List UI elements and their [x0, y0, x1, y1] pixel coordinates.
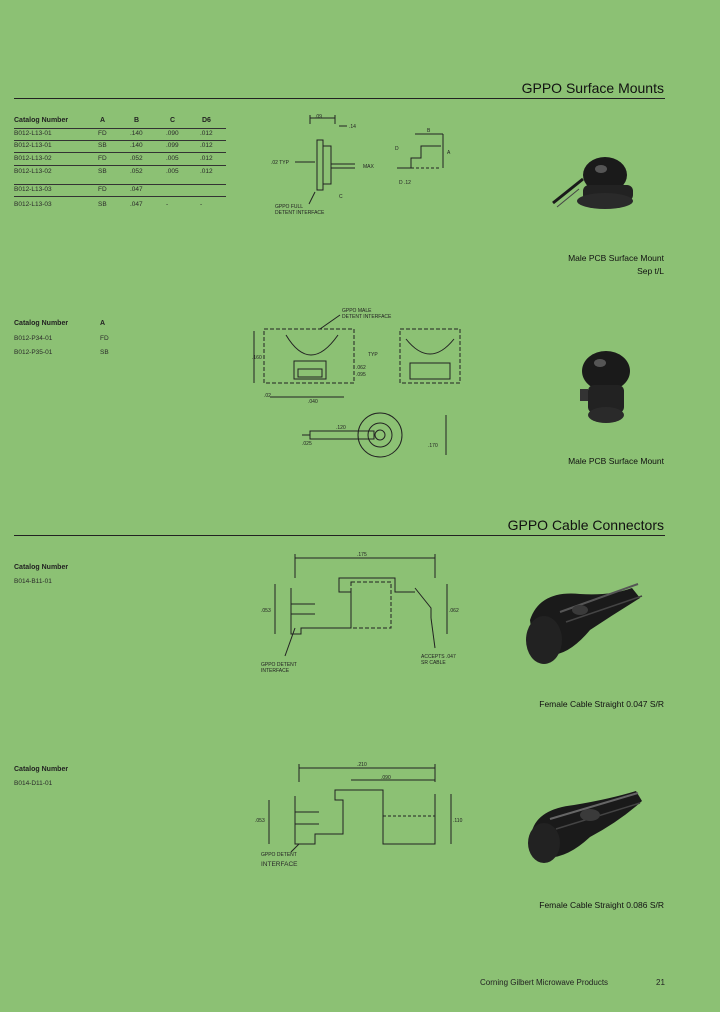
product-photo-female-cable-straight-086 [528, 791, 642, 863]
svg-text:.160: .160 [252, 355, 262, 361]
svg-text:.02 TYP: .02 TYP [271, 160, 290, 166]
svg-text:.120: .120 [336, 425, 346, 431]
table-divider [14, 152, 226, 153]
svg-text:A: A [447, 150, 451, 156]
svg-text:INTERFACE: INTERFACE [261, 668, 290, 674]
svg-text:.095: .095 [356, 372, 366, 378]
technical-drawing-surface-mount-1: .09 .14 .02 TYP GPPO FULL DETENT INTERFA… [271, 114, 451, 216]
svg-text:.062: .062 [449, 608, 459, 614]
table-divider [14, 196, 226, 197]
caption-male-pcb-surface-mount-1-sub: Sep t/L [637, 266, 664, 276]
table-row: B012-L13-01 FD .140 .090 .012 [14, 130, 213, 137]
table-header-catalog: Catalog Number [14, 117, 69, 124]
table-header-a: A [100, 117, 106, 124]
table-header-a: A [100, 320, 106, 327]
caption-female-cable-straight-086: Female Cable Straight 0.086 S/R [539, 900, 664, 910]
svg-text:.025: .025 [302, 441, 312, 447]
table-row: B012-L13-03 FD .047 [14, 186, 143, 193]
product-photo-female-cable-straight-047 [526, 583, 643, 664]
svg-text:D .12: D .12 [399, 180, 411, 186]
caption-male-pcb-surface-mount-2: Male PCB Surface Mount [568, 456, 664, 466]
svg-text:ACCEPTS .047: ACCEPTS .047 [421, 654, 456, 660]
table-header-catalog: Catalog Number [14, 320, 69, 327]
table-divider [14, 128, 226, 129]
svg-text:.02: .02 [264, 393, 271, 399]
table-cell: B012-P34-01 [14, 335, 53, 342]
table-header-c: C [170, 117, 176, 124]
svg-text:.170: .170 [428, 443, 438, 449]
table-cell: B014-B11-01 [14, 578, 52, 585]
product-photo-male-pcb-surface-mount-1 [552, 157, 633, 209]
table-divider [14, 165, 226, 166]
table-cell: FD [100, 335, 109, 342]
svg-text:SR CABLE: SR CABLE [421, 660, 446, 666]
svg-text:C: C [339, 194, 343, 200]
technical-drawing-cable-straight-086: .210 .090 .053 .110 GPPO DETENT [255, 762, 463, 858]
page-number: 21 [656, 978, 665, 987]
svg-text:D: D [395, 146, 399, 152]
table-header-b: B [134, 117, 140, 124]
footer-company: Corning Gilbert Microwave Products [480, 978, 609, 987]
table-header-catalog: Catalog Number [14, 564, 69, 571]
section-title-cable-connectors: GPPO Cable Connectors [507, 517, 664, 533]
caption-male-pcb-surface-mount-1: Male PCB Surface Mount [568, 253, 664, 263]
svg-text:GPPO DETENT: GPPO DETENT [261, 852, 297, 858]
svg-text:.053: .053 [255, 818, 265, 824]
svg-text:.210: .210 [357, 762, 367, 768]
drawing-note-interface: INTERFACE [261, 861, 298, 868]
table-cell: B014-D11-01 [14, 780, 53, 787]
svg-text:.175: .175 [357, 552, 367, 558]
table-row: B012-L13-03 SB .047 - - [14, 201, 203, 208]
table-row: B012-L13-02 FD .052 .005 .012 [14, 155, 213, 162]
svg-text:B: B [427, 128, 431, 134]
caption-female-cable-straight-047: Female Cable Straight 0.047 S/R [539, 699, 664, 709]
svg-text:.040: .040 [308, 399, 318, 405]
svg-text:TYP: TYP [368, 352, 378, 358]
table-cell: SB [100, 349, 109, 356]
section-rule-cable-connectors [14, 535, 665, 536]
svg-text:.062: .062 [356, 365, 366, 371]
section-title-surface-mounts: GPPO Surface Mounts [521, 80, 664, 96]
svg-text:.09: .09 [315, 114, 322, 120]
table-header-catalog: Catalog Number [14, 766, 69, 773]
svg-text:.053: .053 [261, 608, 271, 614]
svg-text:GPPO FULL: GPPO FULL [275, 204, 303, 210]
svg-text:.090: .090 [381, 775, 391, 781]
table-row: B012-L13-01 SB .140 .099 .012 [14, 142, 213, 149]
svg-text:.14: .14 [349, 124, 356, 130]
svg-text:DETENT INTERFACE: DETENT INTERFACE [342, 314, 392, 320]
technical-drawing-surface-mount-2: GPPO MALE DETENT INTERFACE .160 .040 .02… [252, 308, 461, 458]
section-rule-surface-mounts [14, 98, 665, 99]
svg-text:MAX: MAX [363, 164, 375, 170]
svg-text:GPPO DETENT: GPPO DETENT [261, 662, 297, 668]
table-cell: B012-P35-01 [14, 349, 53, 356]
table-divider [14, 140, 226, 141]
table-row: B012-L13-02 SB .052 .005 .012 [14, 168, 213, 175]
product-photo-male-pcb-surface-mount-2 [580, 351, 630, 423]
svg-text:GPPO MALE: GPPO MALE [342, 308, 372, 314]
table-divider [14, 184, 226, 185]
technical-drawing-cable-straight-047: .175 .053 .062 GPPO DETENT INTERFACE ACC… [261, 552, 459, 674]
svg-text:.110: .110 [453, 818, 463, 824]
table-header-d6: D6 [202, 117, 211, 124]
svg-text:DETENT INTERFACE: DETENT INTERFACE [275, 210, 325, 216]
